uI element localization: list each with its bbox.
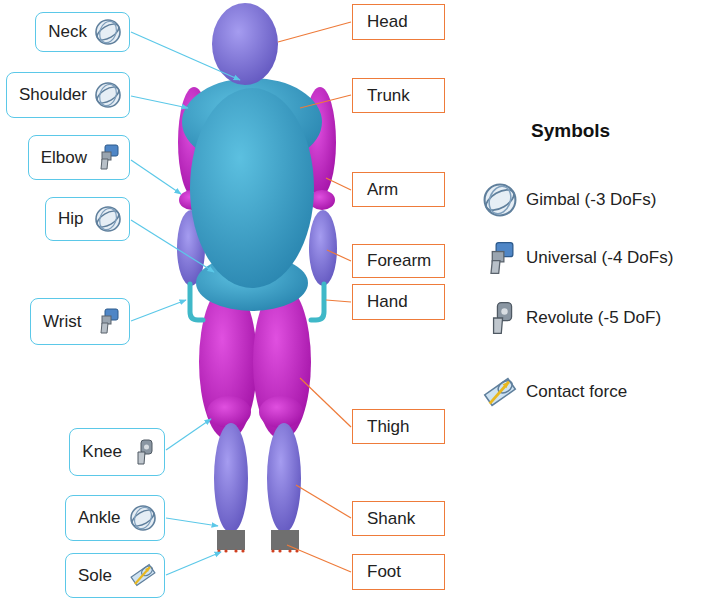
legend-entry: Contact force <box>526 382 627 402</box>
label-text: Wrist <box>43 312 81 332</box>
segment-label-box: Forearm <box>352 244 445 278</box>
joint-label-box: Neck <box>35 12 130 52</box>
joint-label-box: Hip <box>45 197 130 241</box>
label-text: Neck <box>48 22 87 42</box>
human-figure <box>177 3 337 553</box>
legend-icons <box>483 183 517 405</box>
legend-heading: Symbols <box>531 120 610 142</box>
label-text: Shoulder <box>19 85 87 105</box>
legend-entry: Revolute (-5 DoF) <box>526 308 661 328</box>
label-text: Thigh <box>367 417 410 437</box>
label-text: Arm <box>367 180 398 200</box>
segment-label-box: Arm <box>352 172 445 207</box>
joint-label-box: Ankle <box>65 495 165 541</box>
joint-label-box: Shoulder <box>6 72 130 118</box>
joint-label-box: Knee <box>69 428 165 476</box>
joint-icons <box>95 19 157 585</box>
segment-label-box: Thigh <box>352 409 445 444</box>
label-text: Head <box>367 12 408 32</box>
label-text: Trunk <box>367 86 410 106</box>
joint-label-box: Sole <box>65 553 165 598</box>
label-text: Shank <box>367 509 415 529</box>
segment-label-box: Hand <box>352 284 445 320</box>
label-text: Forearm <box>367 251 431 271</box>
label-text: Sole <box>78 566 112 586</box>
joint-label-box: Elbow <box>28 135 130 180</box>
legend-entry: Universal (-4 DoFs) <box>526 248 673 268</box>
segment-label-box: Trunk <box>352 78 445 113</box>
segment-label-box: Foot <box>352 554 445 590</box>
segment-label-box: Head <box>352 4 445 40</box>
label-text: Ankle <box>78 508 121 528</box>
label-text: Knee <box>82 442 122 462</box>
joint-label-box: Wrist <box>30 298 130 345</box>
label-text: Hip <box>58 209 84 229</box>
leader-lines <box>131 22 351 575</box>
label-text: Hand <box>367 292 408 312</box>
segment-label-box: Shank <box>352 501 445 536</box>
label-text: Foot <box>367 562 401 582</box>
legend-entry: Gimbal (-3 DoFs) <box>526 190 656 210</box>
label-text: Elbow <box>41 148 87 168</box>
